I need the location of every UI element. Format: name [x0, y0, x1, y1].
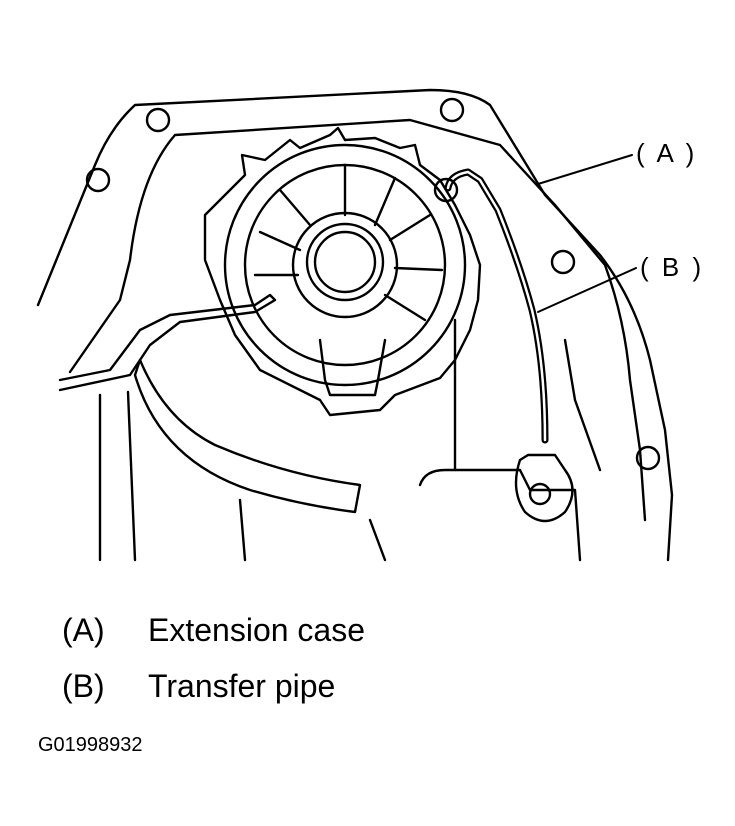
- arc-plate: [133, 358, 362, 514]
- extension-case-diagram: [36, 88, 674, 562]
- bolt-hole: [145, 107, 171, 133]
- bolt-hole: [439, 97, 465, 123]
- bolt-hole: [85, 167, 111, 193]
- case-rib: [238, 498, 247, 562]
- legend-item: (B) Transfer pipe: [62, 668, 335, 705]
- pipe-bracket: [514, 453, 574, 523]
- case-rib: [126, 390, 137, 562]
- extension-case-outline: [36, 88, 674, 562]
- case-rib: [368, 518, 387, 562]
- legend-item: (A) Extension case: [62, 612, 365, 649]
- gear-ring-outer: [223, 143, 467, 387]
- left-bracket: [58, 293, 277, 392]
- legend-label: Transfer pipe: [148, 668, 336, 704]
- figure-id: G01998932: [38, 734, 143, 756]
- bolt-hole: [550, 249, 576, 275]
- housing-tab: [318, 338, 387, 397]
- bolt-hole: [635, 445, 661, 471]
- bracket-bolt-hole: [528, 482, 552, 506]
- shaft-inner: [305, 222, 385, 302]
- case-inner-outline: [68, 118, 647, 522]
- case-rib: [563, 338, 602, 472]
- shaft-outer: [291, 211, 399, 319]
- callout-b: ( B ): [640, 252, 705, 282]
- transfer-pipe-inner: [446, 170, 547, 442]
- gear-spokes: [253, 163, 444, 322]
- legend-label: Extension case: [148, 612, 366, 648]
- shaft-core: [313, 230, 377, 294]
- legend-key: (A): [62, 612, 105, 648]
- leader-line-b: [537, 267, 637, 313]
- case-lower-detail: [418, 468, 582, 562]
- callout-a: ( A ): [636, 138, 698, 168]
- gear-housing: [203, 126, 482, 417]
- pipe-fitting: [433, 177, 459, 203]
- legend-key: (B): [62, 668, 105, 704]
- leader-line-a: [537, 154, 633, 185]
